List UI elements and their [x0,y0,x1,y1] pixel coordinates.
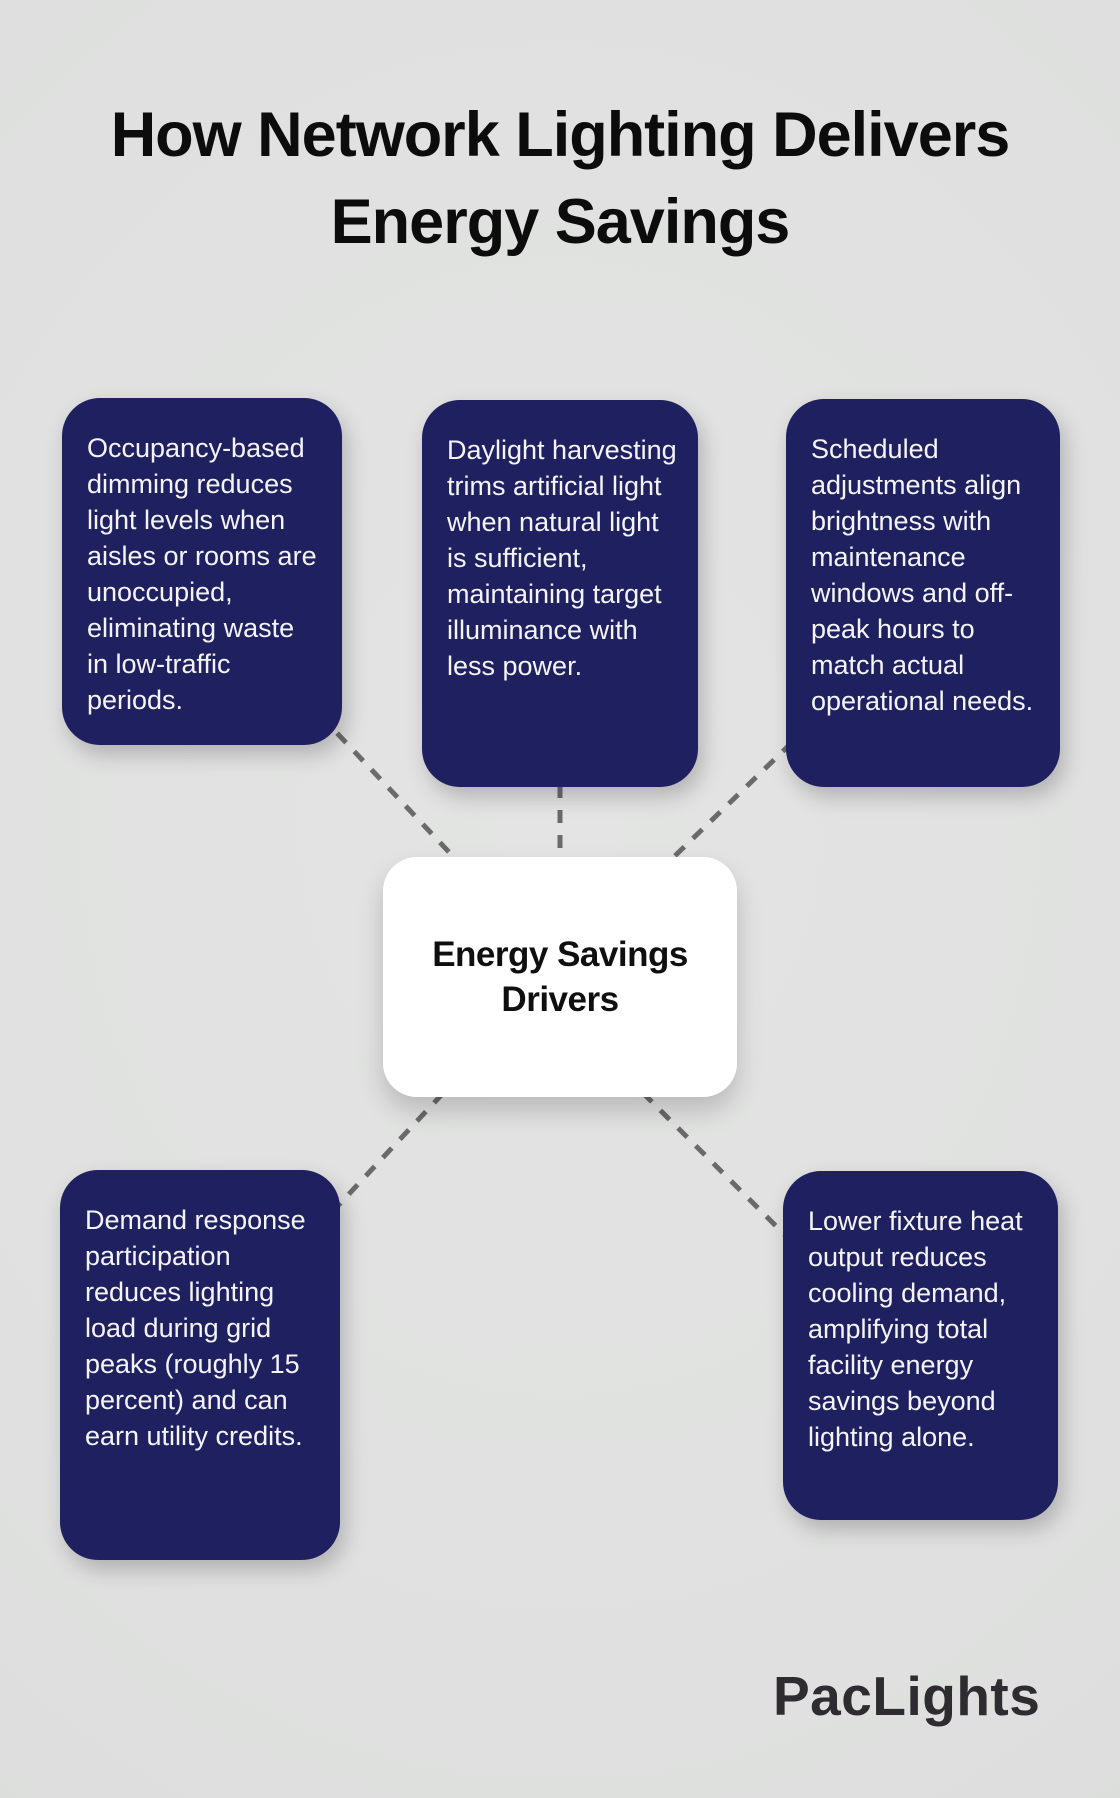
driver-box-text: Daylight harvesting trims artificial lig… [447,435,677,681]
driver-box-text: Demand response participation reduces li… [85,1205,306,1451]
title-line-1: How Network Lighting Delivers [110,100,1011,170]
connector-line-heat-output [623,1073,817,1267]
title-line-2: Energy Savings [330,187,791,257]
infographic-title: How Network Lighting Delivers Energy Sav… [0,92,1120,266]
center-node: Energy Savings Drivers [383,857,737,1097]
center-node-label: Energy Savings Drivers [432,935,688,1019]
driver-box-demand-response: Demand response participation reduces li… [60,1170,340,1560]
driver-box-text: Occupancy-based dimming reduces light le… [87,433,317,715]
connector-line-demand-response [318,1073,462,1227]
paclights-logo: PacLights [773,1665,1041,1727]
driver-box-scheduled-adjustments: Scheduled adjustments align brightness w… [786,399,1060,787]
connector-line-scheduled [648,723,812,882]
driver-box-lower-heat-output: Lower fixture heat output reduces coolin… [783,1171,1058,1520]
driver-box-daylight-harvesting: Daylight harvesting trims artificial lig… [422,400,698,787]
driver-box-text: Scheduled adjustments align brightness w… [811,434,1034,716]
driver-box-occupancy-dimming: Occupancy-based dimming reduces light le… [62,398,342,745]
driver-box-text: Lower fixture heat output reduces coolin… [808,1206,1023,1452]
